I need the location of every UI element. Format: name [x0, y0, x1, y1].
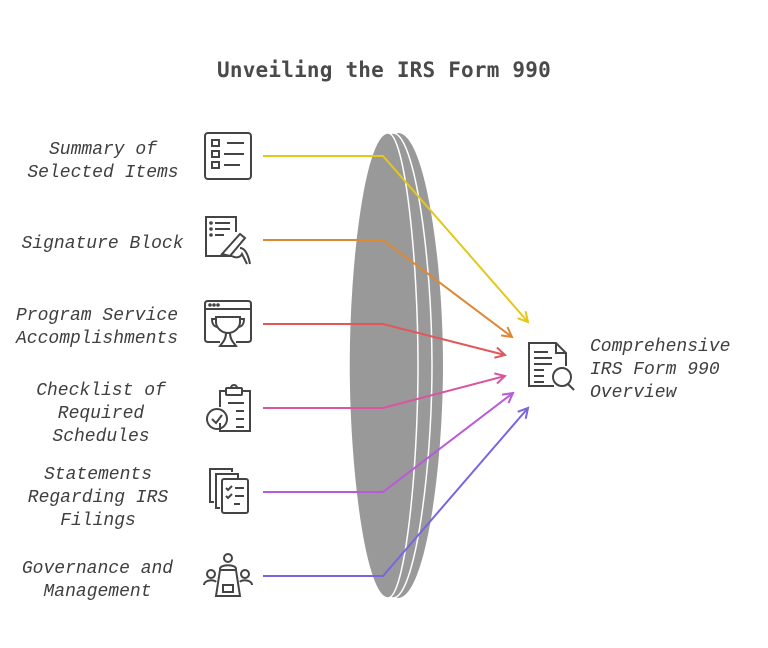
connector-line — [263, 392, 514, 493]
lens-shape — [348, 132, 443, 599]
input-label-governance: Governance and Management — [21, 559, 174, 602]
arrowhead — [494, 346, 508, 359]
connector-line — [263, 239, 513, 338]
stacked-checklist-icon — [209, 468, 249, 514]
output-label: Comprehensive IRS Form 990 Overview — [590, 337, 731, 403]
input-label-statements: Statements Regarding IRS Filings — [27, 465, 169, 531]
document-search-icon — [528, 342, 575, 391]
arrowhead — [517, 311, 530, 324]
arrowhead — [494, 372, 508, 385]
connector-line — [263, 375, 506, 409]
trophy-window-icon — [204, 300, 252, 347]
input-label-program: Program Service Accomplishments — [15, 306, 179, 349]
input-label-summary: Summary of Selected Items — [27, 140, 179, 183]
clipboard-check-icon — [206, 384, 251, 432]
connector-line — [263, 323, 506, 356]
arrowhead — [517, 406, 530, 419]
meeting-table-icon — [203, 553, 253, 597]
document-signature-icon — [205, 216, 251, 265]
connectors — [263, 155, 530, 577]
connector-line — [263, 155, 529, 323]
arrowhead — [501, 391, 515, 404]
arrowhead — [500, 326, 514, 339]
checklist-list-icon — [204, 132, 252, 180]
input-label-signature: Signature Block — [21, 234, 184, 254]
lens-front — [348, 132, 419, 599]
connector-line — [263, 407, 529, 577]
input-label-checklist: Checklist of Required Schedules — [36, 381, 166, 447]
diagram-title: Unveiling the IRS Form 990 — [217, 58, 551, 82]
